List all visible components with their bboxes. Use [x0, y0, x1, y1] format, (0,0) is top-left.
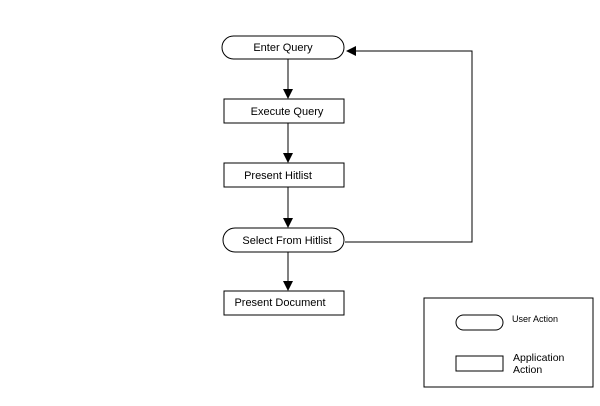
node-enter-query: Enter Query	[221, 35, 345, 60]
node-select-from-hitlist-label: Select From Hitlist	[242, 235, 331, 247]
edge-select-back-to-enter	[345, 46, 473, 243]
legend-user-action-swatch	[455, 314, 504, 331]
node-enter-query-label: Enter Query	[253, 42, 313, 54]
legend-box	[423, 297, 594, 388]
legend: User Action Application Action	[423, 297, 594, 388]
node-select-from-hitlist: Select From Hitlist	[222, 227, 345, 253]
legend-application-action-label-line1: Application	[513, 352, 565, 364]
node-present-hitlist: Present Hitlist	[223, 162, 345, 188]
node-present-document-label: Present Document	[234, 297, 325, 309]
node-execute-query: Execute Query	[223, 98, 345, 124]
legend-user-action-label: User Action	[512, 314, 558, 324]
node-present-document: Present Document	[223, 290, 345, 316]
node-execute-query-label: Execute Query	[251, 106, 324, 118]
legend-application-action-label-line2: Action	[513, 364, 542, 376]
node-present-hitlist-label: Present Hitlist	[244, 170, 312, 182]
legend-application-action-swatch	[455, 355, 504, 372]
